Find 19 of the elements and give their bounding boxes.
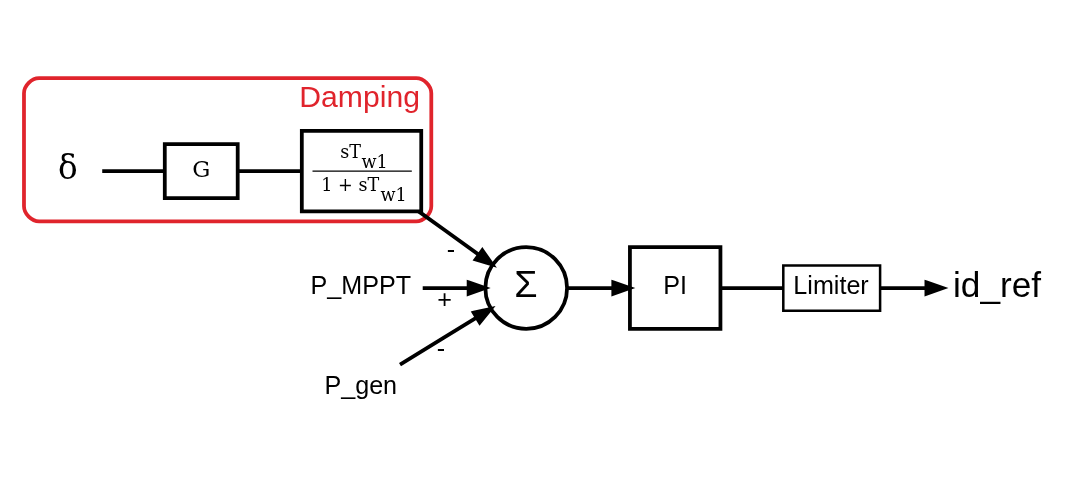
node-box: G xyxy=(162,141,240,200)
connector xyxy=(237,168,302,173)
node-text: P_MPPT xyxy=(310,270,412,299)
node-text: δ xyxy=(57,148,78,187)
edge-label: - xyxy=(446,234,456,263)
arrow xyxy=(399,305,496,366)
node-box: PI xyxy=(628,244,723,331)
edge-label: + xyxy=(437,284,452,313)
connector xyxy=(720,285,784,290)
arrow xyxy=(422,279,491,296)
arrow xyxy=(417,209,497,268)
edge-label: - xyxy=(436,333,446,362)
node-circle: Σ xyxy=(483,244,569,331)
node-text: id_ref xyxy=(953,264,1042,304)
node-text: P_gen xyxy=(324,370,398,399)
connector xyxy=(102,168,165,173)
arrow xyxy=(880,279,949,296)
arrow xyxy=(567,279,636,296)
node-box: Limiter xyxy=(782,263,882,312)
